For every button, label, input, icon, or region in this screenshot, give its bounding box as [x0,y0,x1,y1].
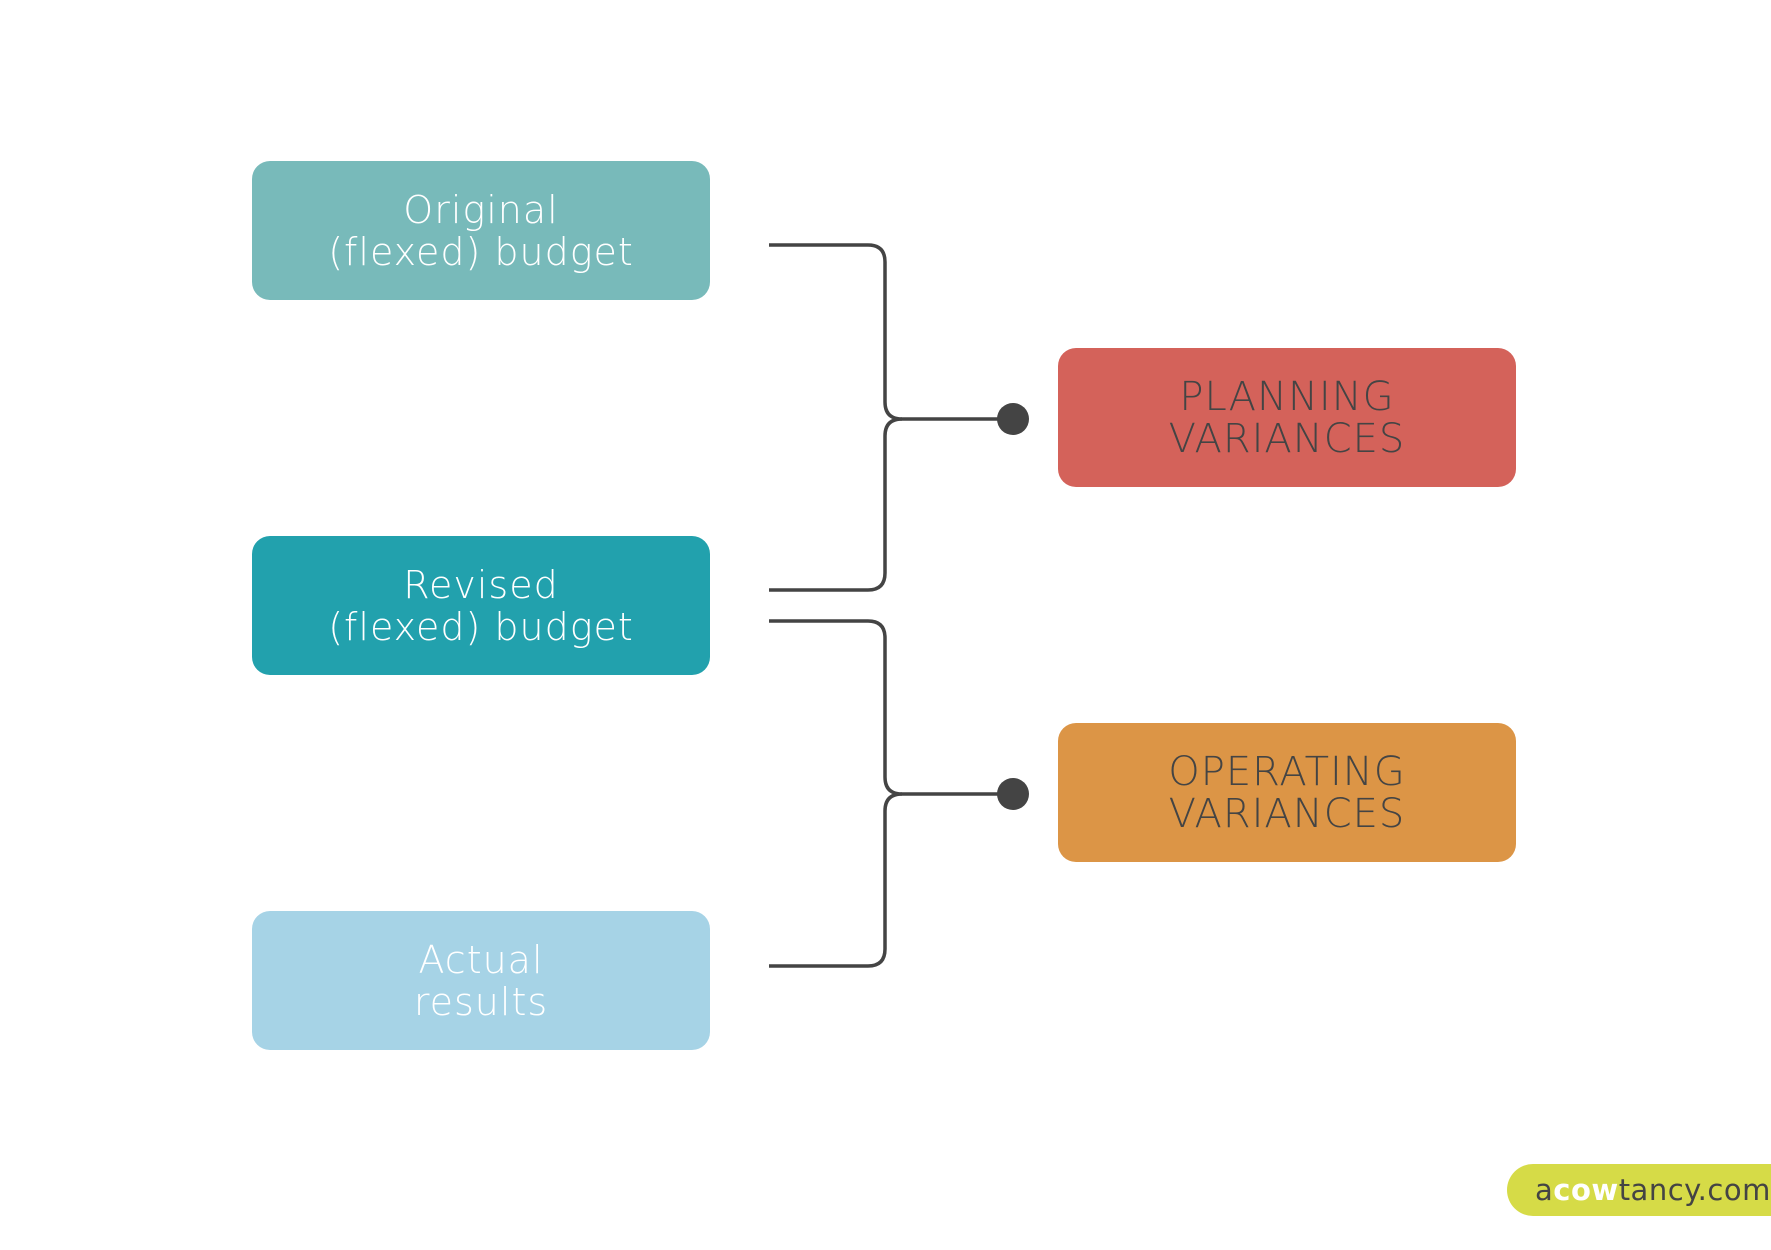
actual-results-label: Actual results [413,937,549,1024]
original-budget-label: Original (flexed) budget [328,187,634,274]
revised-budget-box: Revised (flexed) budget [252,536,710,675]
brand-suffix: tancy.com [1618,1173,1771,1207]
original-budget-box: Original (flexed) budget [252,161,710,300]
operating-variances-box: OPERATING VARIANCES [1058,723,1516,862]
planning-variances-label: PLANNING VARIANCES [1168,373,1406,462]
operating-junction-dot [997,778,1029,810]
brand-prefix: a [1535,1173,1554,1207]
planning-junction-dot [997,403,1029,435]
connector-actual-to-operating [769,792,903,968]
revised-budget-label: Revised (flexed) budget [328,562,634,649]
connector-revised-to-operating [769,619,1012,796]
connector-revised-to-planning [769,417,903,592]
connector-original-to-planning [769,243,1012,421]
planning-variances-box: PLANNING VARIANCES [1058,348,1516,487]
operating-variances-label: OPERATING VARIANCES [1168,748,1406,837]
actual-results-box: Actual results [252,911,710,1050]
brand-bold: cow [1553,1173,1619,1207]
